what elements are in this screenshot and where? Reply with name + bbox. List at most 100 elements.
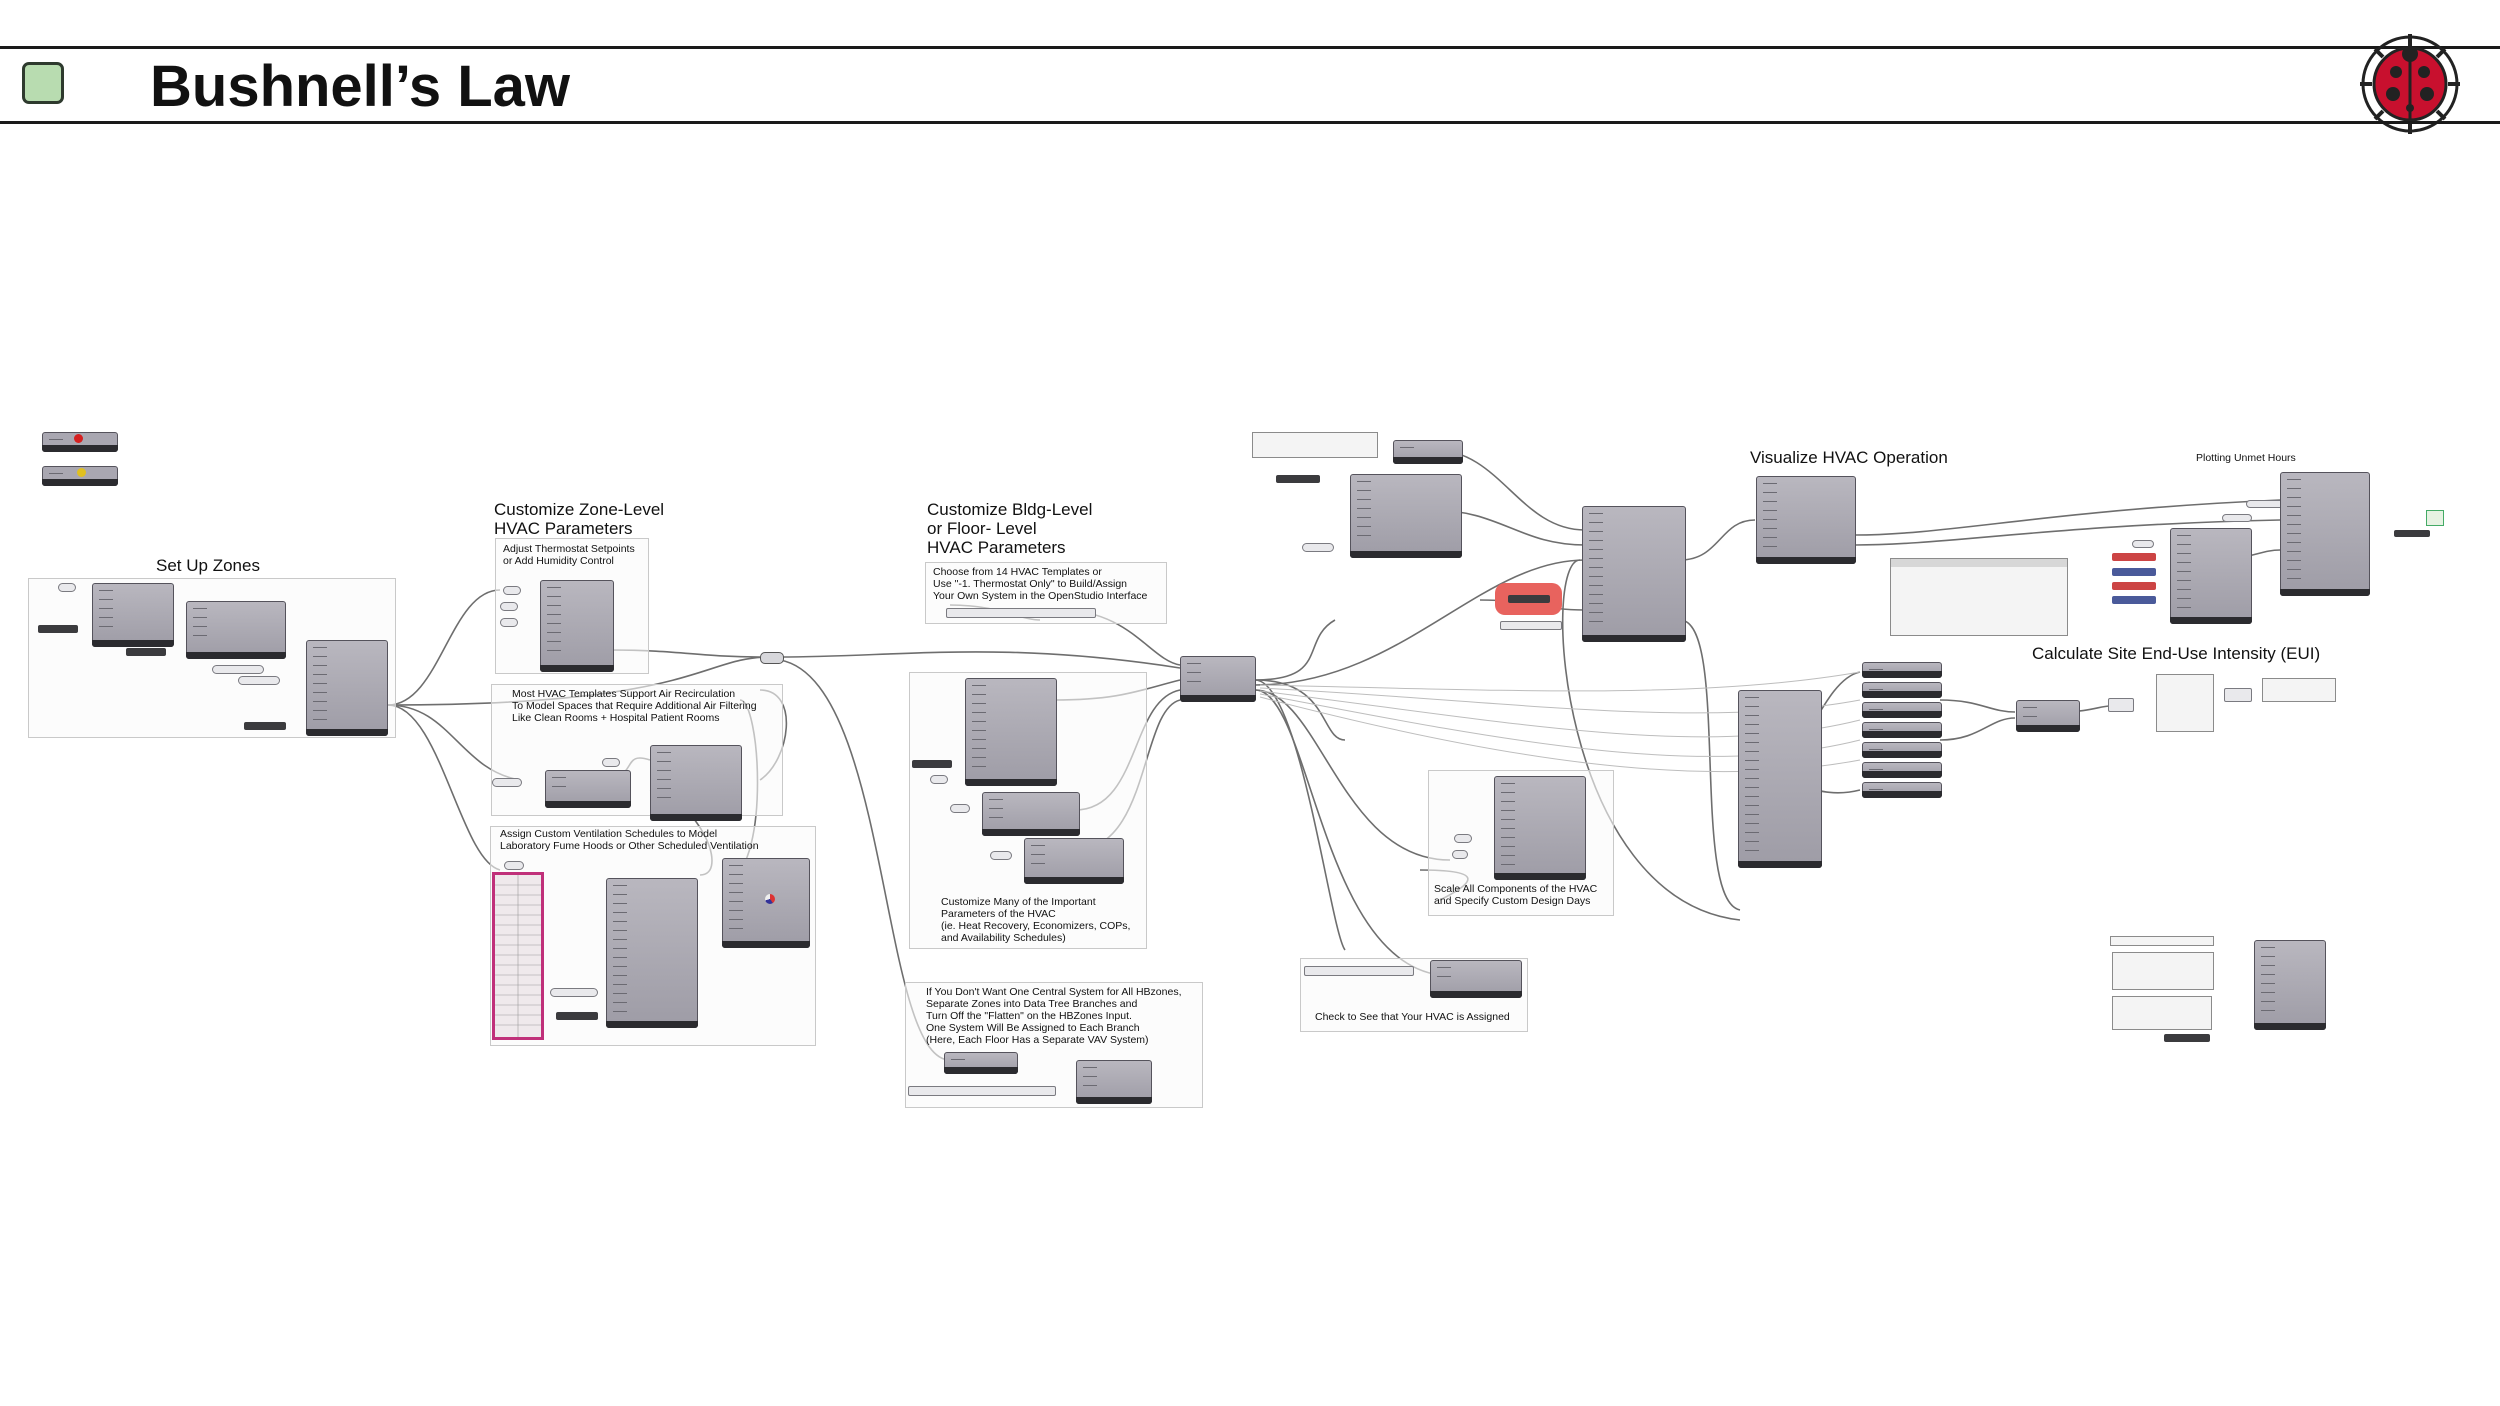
component-pin [613,894,627,895]
input-slider[interactable] [58,583,76,592]
hvac-details-component[interactable] [650,745,742,821]
number-slider[interactable] [2112,596,2156,604]
component-pin [613,957,627,958]
input-panel[interactable] [930,775,948,784]
number-slider[interactable] [2164,1034,2210,1042]
input-panel[interactable] [2222,514,2252,522]
input-panel[interactable] [2132,540,2154,548]
cooling-details-component[interactable] [1024,838,1124,884]
hvac-parameters-component[interactable] [2254,940,2326,1030]
heating-details-component[interactable] [982,792,1080,836]
number-slider[interactable] [244,722,286,730]
hvac-systems-component[interactable] [1076,1060,1152,1104]
component-pin [193,626,207,627]
input-panel[interactable] [212,665,264,674]
visualize-hvac-component[interactable] [1756,476,1856,564]
read-results-component[interactable] [1738,690,1822,868]
output-component[interactable] [1862,782,1942,798]
number-slider[interactable] [2112,553,2156,561]
component-pin [1501,864,1515,865]
preview-icon[interactable] [2426,510,2444,526]
component-pin [972,766,986,767]
input-panel[interactable] [500,602,518,611]
openstudio-component[interactable] [1350,474,1462,558]
unmet-hours-component[interactable] [2170,528,2252,624]
hvac-results-panel[interactable] [1890,558,2068,636]
input-panel[interactable] [1452,850,1468,859]
hvac-systems-component[interactable] [1180,656,1256,702]
eui-component[interactable] [2016,700,2080,732]
input-panel[interactable] [1454,834,1472,843]
input-panel[interactable] [950,804,970,813]
relay-node[interactable] [760,652,784,664]
input-panel[interactable] [500,618,518,627]
output-component[interactable] [1862,762,1942,778]
file-path-panel[interactable] [1252,432,1378,458]
input-panel[interactable] [503,586,521,595]
zone-component[interactable] [92,583,174,647]
component-pin [193,617,207,618]
component-pin [951,1059,965,1060]
number-slider[interactable] [2112,582,2156,590]
number-slider[interactable] [912,760,952,768]
hvac-check-component[interactable] [1430,960,1522,998]
hvac-template-dropdown[interactable] [946,608,1096,618]
run-openstudio-component[interactable] [1582,506,1686,642]
number-slider[interactable] [126,648,166,656]
schedule-component[interactable] [606,878,698,1028]
input-panel[interactable] [1500,621,1562,630]
input-panel[interactable] [1302,543,1334,552]
component-pin [613,1002,627,1003]
flatten-component[interactable] [944,1052,1018,1074]
output-component[interactable] [1862,702,1942,718]
zone-component[interactable] [186,601,286,659]
sizing-component[interactable] [1494,776,1586,880]
input-panel[interactable] [990,851,1012,860]
zone-dropdown[interactable] [1304,966,1414,976]
hvac-template-dropdown[interactable] [908,1086,1056,1096]
number-slider[interactable] [2112,568,2156,576]
input-panel[interactable] [550,988,598,997]
eui-output-panel[interactable] [2156,674,2214,732]
run-toggle[interactable] [1508,595,1550,603]
output-component[interactable] [1862,682,1942,698]
component-pin [1745,796,1759,797]
component-pin [657,761,671,762]
output-component[interactable] [1862,722,1942,738]
input-panel[interactable] [2224,688,2252,702]
output-component[interactable] [1862,742,1942,758]
input-panel[interactable] [2110,936,2214,946]
list-panel[interactable] [2112,996,2212,1030]
output-component[interactable] [1862,662,1942,678]
input-panel[interactable] [238,676,280,685]
component-pin [2261,974,2275,975]
component-pin [1501,783,1515,784]
thermostat-component[interactable] [540,580,614,672]
number-slider[interactable] [1276,475,1320,483]
legend-slider[interactable] [2394,530,2430,537]
component-pin [1745,760,1759,761]
toggle-slider[interactable] [504,861,524,870]
number-slider[interactable] [38,625,78,633]
component-pin [2177,553,2191,554]
note-thermostat: Adjust Thermostat Setpoints or Add Humid… [503,543,635,567]
air-recirculation-component[interactable] [545,770,631,808]
component-pin [1745,715,1759,716]
component-pin [1501,837,1515,838]
input-panel[interactable] [492,778,522,787]
hbzones-component[interactable] [306,640,388,736]
read-result-component[interactable] [1393,440,1463,464]
input-panel[interactable] [602,758,620,767]
eui-value-panel[interactable] [2262,678,2336,702]
component-pin [1745,823,1759,824]
air-details-component[interactable] [965,678,1057,786]
number-slider[interactable] [556,1012,598,1020]
component-pin [657,797,671,798]
component-pin [972,712,986,713]
input-panel[interactable] [2108,698,2134,712]
info-panel[interactable] [2112,952,2214,990]
component-pin [613,939,627,940]
3d-chart-component[interactable] [2280,472,2370,596]
component-pin [1437,976,1451,977]
